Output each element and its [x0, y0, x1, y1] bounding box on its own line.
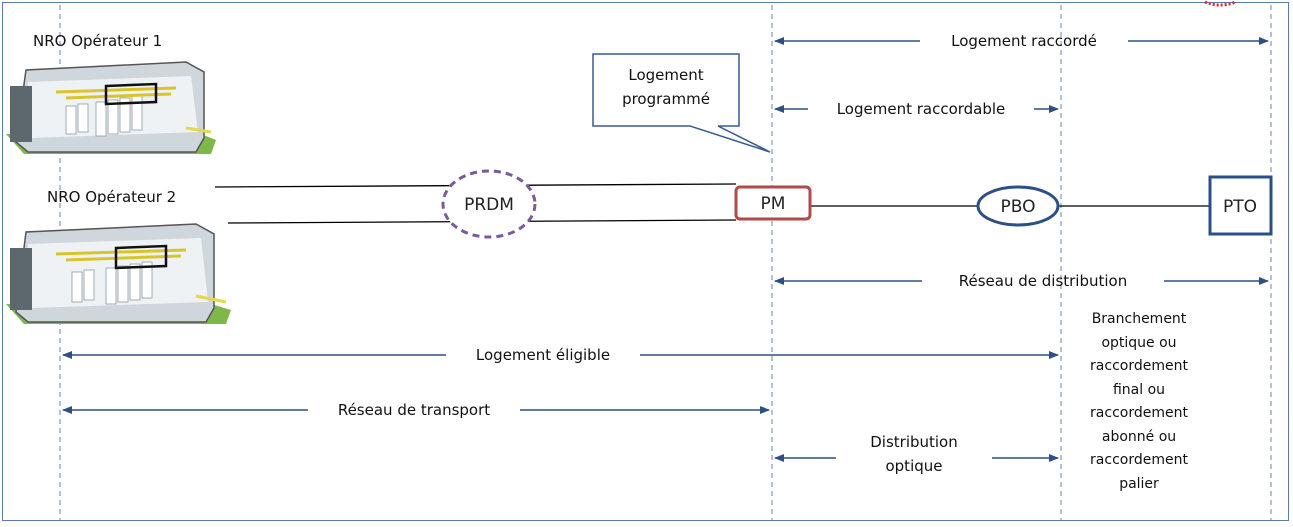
branchement-line: raccordement	[1090, 405, 1188, 421]
prdm-label: PRDM	[464, 195, 514, 215]
nro-operateur-1-label: NRO Opérateur 1	[33, 32, 163, 50]
branchement-line: palier	[1119, 475, 1159, 492]
span-arrows	[62, 37, 1269, 462]
callout-line-1: Logement	[628, 66, 703, 84]
branchement-line: Branchement	[1091, 311, 1187, 327]
label-logement-raccorde: Logement raccordé	[951, 32, 1097, 50]
branchement-line: raccordement	[1090, 452, 1188, 468]
branchement-line: optique ou	[1101, 334, 1177, 351]
nro-operateur-2-label: NRO Opérateur 2	[47, 188, 177, 206]
label-logement-eligible: Logement éligible	[476, 346, 610, 364]
label-reseau-transport: Réseau de transport	[338, 401, 490, 419]
corner-decoration	[1204, 0, 1237, 7]
pto-label: PTO	[1223, 197, 1257, 217]
nro-building-1-image	[6, 61, 216, 154]
label-logement-raccordable: Logement raccordable	[837, 100, 1006, 118]
nro-building-2-image	[6, 223, 231, 324]
label-reseau-distribution: Réseau de distribution	[959, 272, 1128, 290]
callout-logement-programme	[592, 53, 771, 153]
branchement-line: raccordement	[1090, 358, 1188, 374]
pm-label: PM	[761, 194, 786, 214]
pm-node: PM	[734, 185, 812, 221]
label-distribution-optique-1: Distribution	[870, 433, 958, 451]
pto-node: PTO	[1208, 175, 1273, 236]
label-distribution-optique-2: optique	[885, 457, 942, 475]
callout-line-2: programmé	[622, 90, 710, 108]
pbo-node: PBO	[976, 185, 1060, 227]
branchement-line: abonné ou	[1101, 428, 1177, 445]
branchement-line: final ou	[1112, 381, 1166, 398]
prdm-node: PRDM	[441, 169, 537, 239]
pbo-label: PBO	[1001, 197, 1036, 217]
branchement-description: Branchement optique ou raccordement fina…	[1080, 308, 1198, 496]
